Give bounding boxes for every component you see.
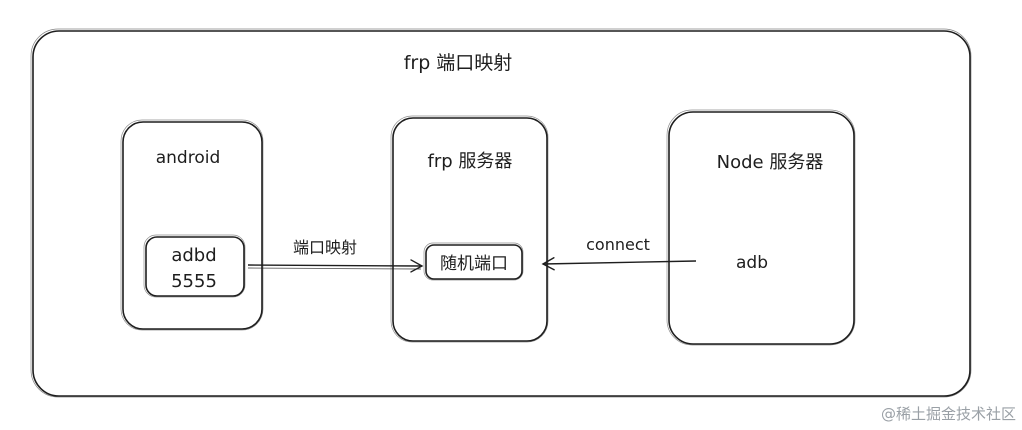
adbd-label: adbd xyxy=(171,245,216,266)
android-label: android xyxy=(156,148,221,168)
diagram-title: frp 端口映射 xyxy=(404,52,513,74)
random-port-label: 随机端口 xyxy=(440,254,508,274)
watermark-text: @稀土掘金技术社区 xyxy=(880,405,1016,423)
node-server-label: Node 服务器 xyxy=(717,152,824,173)
outer-container xyxy=(30,28,972,398)
adbd-box xyxy=(143,234,246,298)
port-number-label: 5555 xyxy=(171,271,217,292)
adb-client-label: adb xyxy=(736,253,768,273)
connect-arrow xyxy=(541,257,697,271)
connect-label: connect xyxy=(586,235,650,254)
android-box xyxy=(120,119,264,331)
frp-server-box xyxy=(390,115,549,343)
frp-server-label: frp 服务器 xyxy=(428,151,513,172)
port-mapping-label: 端口映射 xyxy=(293,238,357,257)
port-mapping-arrow xyxy=(247,259,424,273)
random-port-box xyxy=(423,242,524,281)
node-server-box xyxy=(666,109,856,346)
